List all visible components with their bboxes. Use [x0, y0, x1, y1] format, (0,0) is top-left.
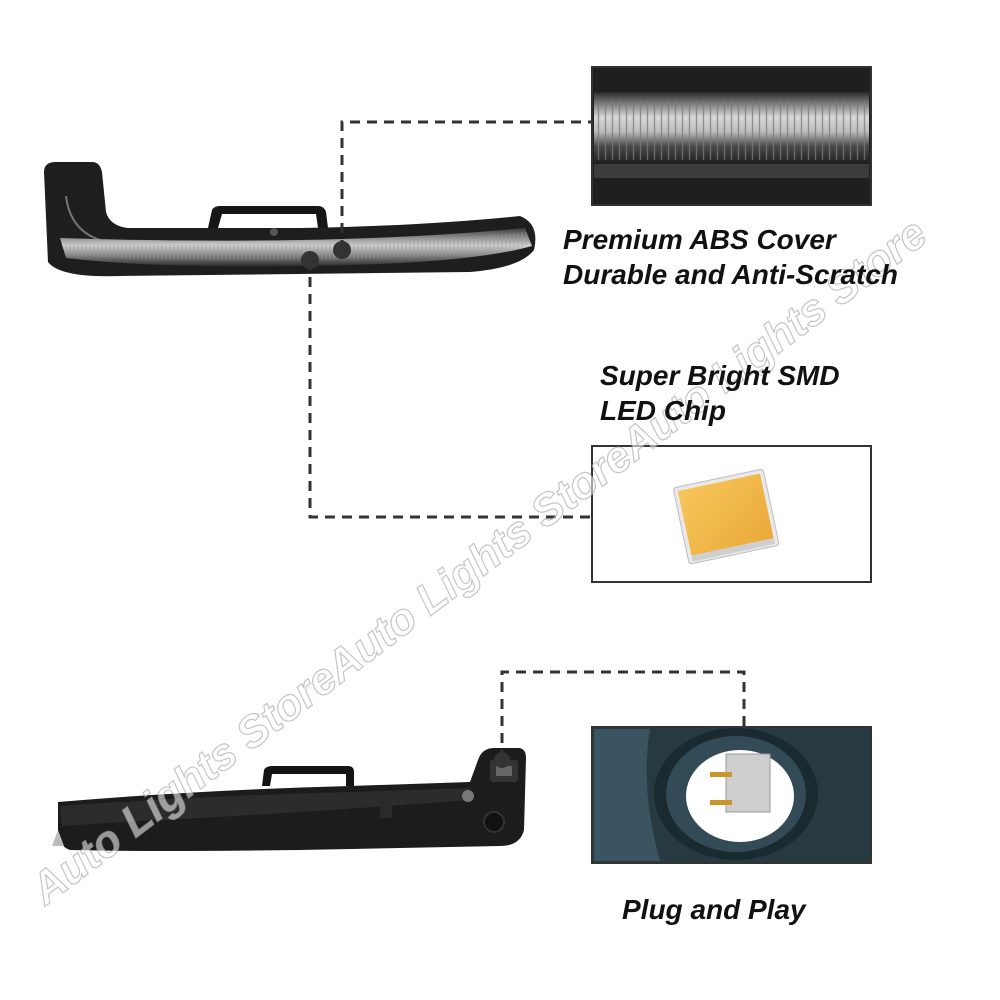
- abs-cover-caption: Premium ABS Cover Durable and Anti-Scrat…: [563, 222, 898, 292]
- abs-cover-caption-line-2: Durable and Anti-Scratch: [563, 259, 899, 290]
- indicator-front-view: [44, 162, 536, 277]
- plug-caption: Plug and Play: [622, 894, 806, 925]
- led-chip-icon: [678, 473, 774, 556]
- abs-cover-caption-line-1: Premium ABS Cover: [563, 224, 836, 255]
- callout-dot-plug: [494, 752, 510, 768]
- led-chip-caption-line-2: LED Chip: [600, 395, 726, 426]
- plug-zoom-box: [591, 726, 872, 864]
- callout-dot-abs: [333, 241, 351, 259]
- callout-lines-bottom: [500, 670, 746, 760]
- led-chip-caption-line-1: Super Bright SMD: [600, 360, 840, 391]
- led-chip-caption: Super Bright SMD LED Chip: [600, 358, 840, 428]
- abs-cover-zoom-box: [591, 66, 872, 206]
- callout-lines-top: [308, 120, 592, 519]
- led-chip-zoom-box: [591, 445, 872, 583]
- callout-dot-led: [301, 251, 319, 269]
- indicator-back-view: [52, 748, 526, 851]
